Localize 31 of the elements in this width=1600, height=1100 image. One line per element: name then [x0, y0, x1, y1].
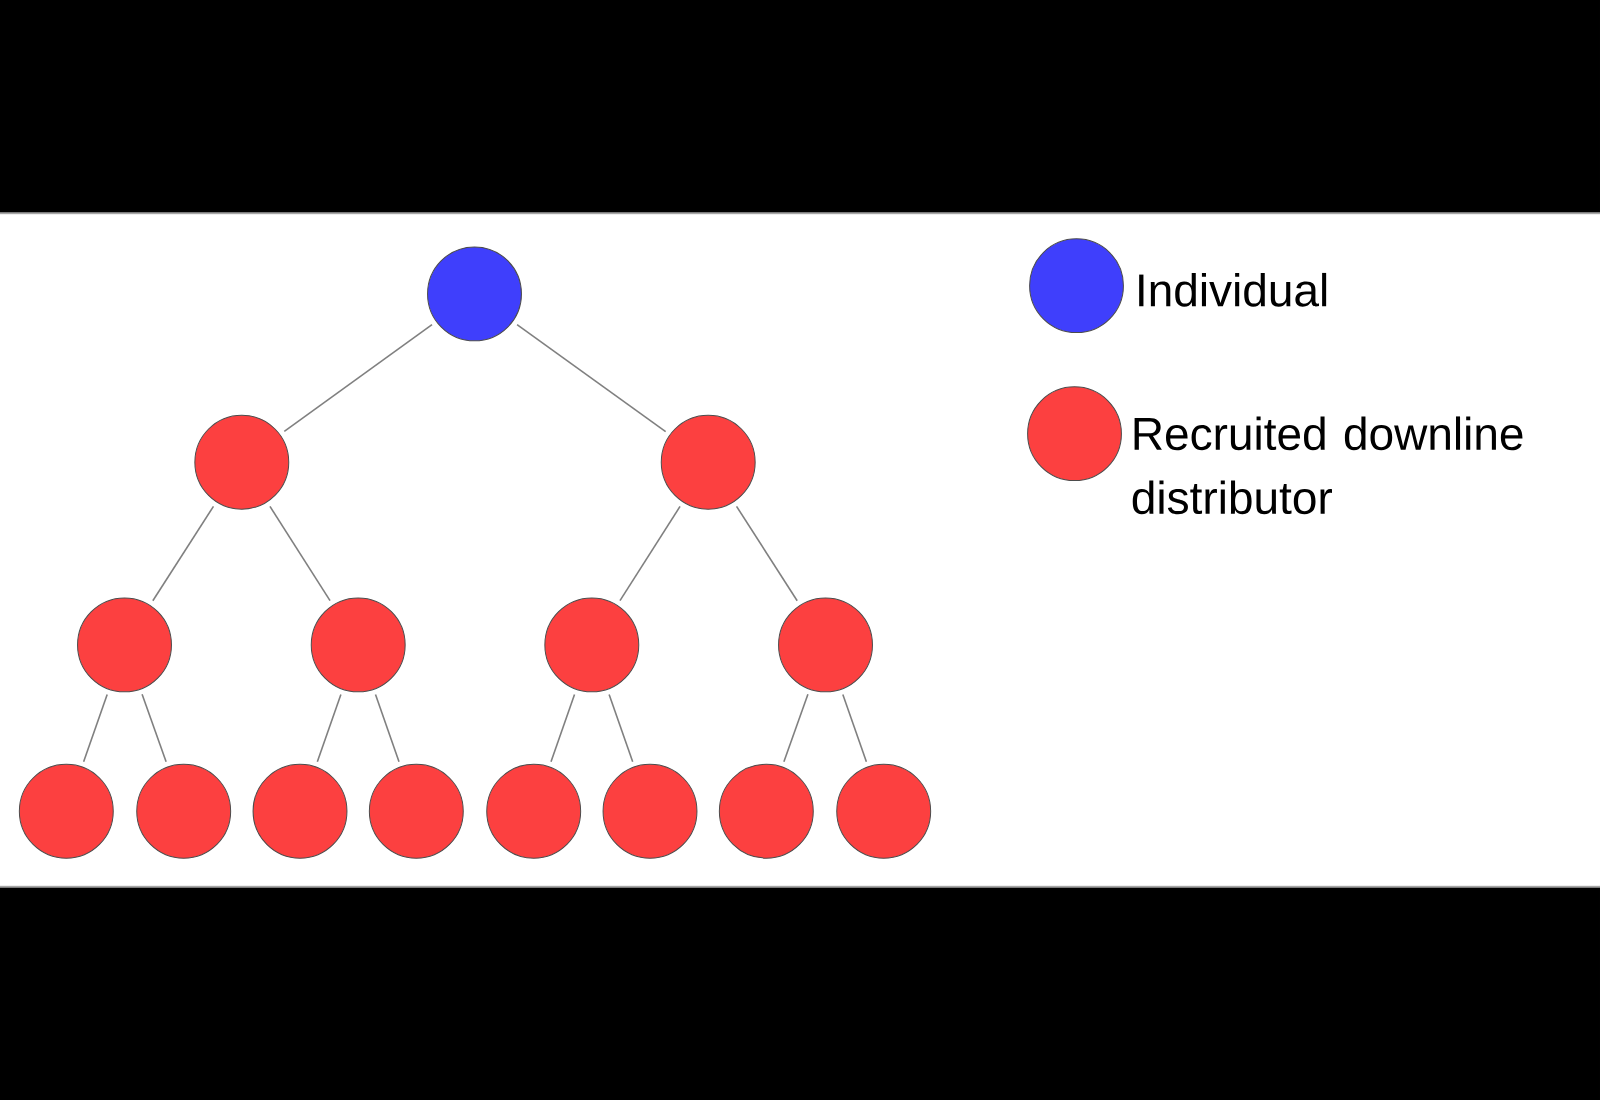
circle-node: [136, 763, 232, 859]
connector-line: [152, 505, 215, 602]
connector-line: [842, 693, 868, 763]
circle-node: [368, 763, 464, 859]
legend-label: Recruited downline distributor: [1132, 416, 1523, 515]
connector-line: [269, 505, 331, 602]
connector-line: [374, 693, 400, 763]
circle-node: [486, 763, 582, 859]
circle-node: [544, 597, 640, 693]
connector-line: [783, 693, 809, 763]
circle-node: [77, 597, 172, 693]
circle-node: [252, 763, 348, 859]
circle-node: [602, 763, 698, 859]
connector-line: [316, 693, 342, 763]
circle-node: [310, 597, 406, 693]
circle-node: [660, 414, 756, 510]
circle-node: [427, 246, 522, 342]
circle-node: [18, 763, 114, 859]
connector-line: [283, 323, 433, 433]
connector-line: [516, 323, 667, 433]
circle-node: [718, 763, 814, 859]
circle-node: [778, 597, 873, 693]
circle-node: [194, 414, 290, 510]
connector-line: [608, 693, 634, 763]
legend-label: Individual: [1139, 272, 1327, 307]
connector-line: [141, 693, 167, 763]
connector-line: [735, 505, 798, 602]
connector-line: [619, 505, 681, 602]
connector-line: [550, 693, 576, 763]
circle-node: [836, 763, 932, 859]
connector-line: [82, 693, 108, 763]
